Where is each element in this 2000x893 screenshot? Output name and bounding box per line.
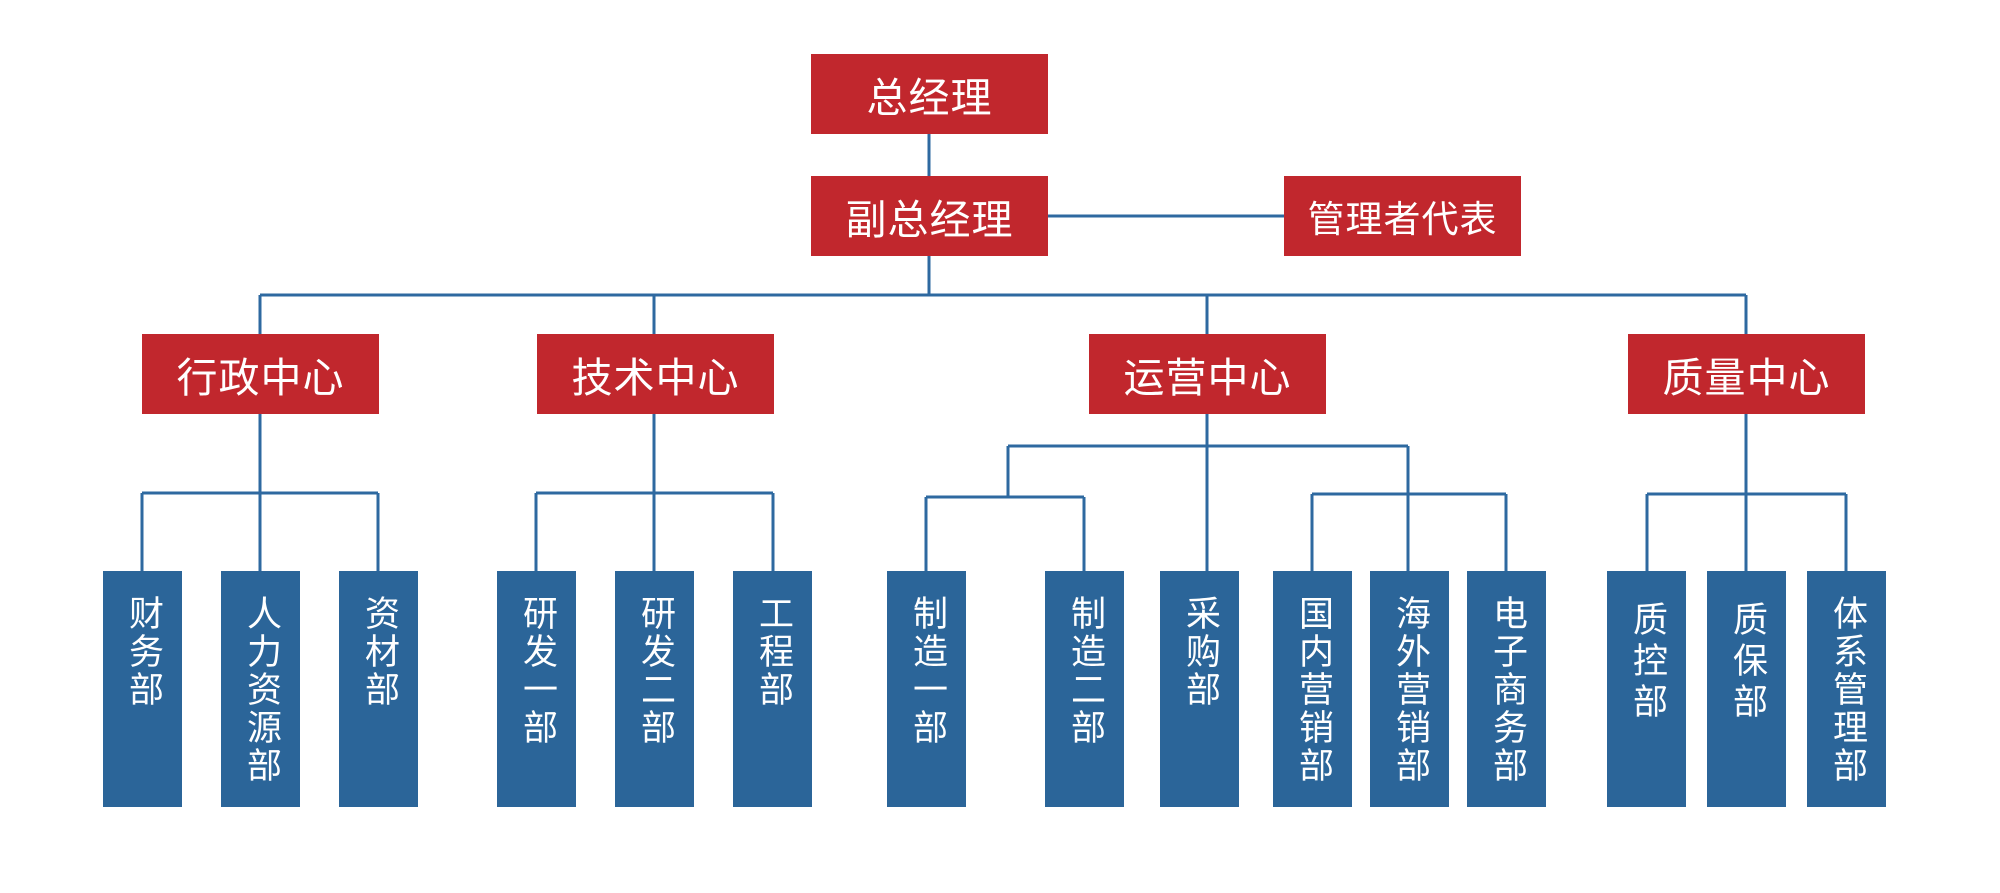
department-box: 制造二部 xyxy=(1045,571,1124,807)
department-box: 国内营销部 xyxy=(1273,571,1352,807)
center-label: 质量中心 xyxy=(1662,354,1831,402)
department-label: 体系管理部 xyxy=(1827,595,1867,785)
center-box-tech: 技术中心 xyxy=(537,334,774,414)
department-box: 研发一部 xyxy=(497,571,576,807)
department-box: 质控部 xyxy=(1607,571,1686,807)
center-label: 行政中心 xyxy=(176,354,345,402)
department-label: 国内营销部 xyxy=(1293,595,1333,785)
department-label: 研发二部 xyxy=(635,595,675,747)
general-manager-box: 总经理 xyxy=(811,54,1048,134)
department-label: 电子商务部 xyxy=(1487,595,1527,785)
center-label: 技术中心 xyxy=(571,354,740,402)
center-box-operations: 运营中心 xyxy=(1089,334,1326,414)
department-box: 工程部 xyxy=(733,571,812,807)
deputy-general-manager-box: 副总经理 xyxy=(811,176,1048,256)
department-label: 制造二部 xyxy=(1065,595,1105,747)
department-label: 质保部 xyxy=(1727,601,1767,724)
department-box: 电子商务部 xyxy=(1467,571,1546,807)
department-label: 海外营销部 xyxy=(1390,595,1430,785)
center-label: 运营中心 xyxy=(1123,354,1292,402)
deputy-general-manager-label: 副总经理 xyxy=(845,196,1014,244)
department-label: 采购部 xyxy=(1180,595,1220,709)
management-representative-label: 管理者代表 xyxy=(1307,198,1498,241)
department-label: 质控部 xyxy=(1627,601,1667,724)
department-label: 资材部 xyxy=(359,595,399,709)
department-box: 资材部 xyxy=(339,571,418,807)
department-box: 采购部 xyxy=(1160,571,1239,807)
department-box: 体系管理部 xyxy=(1807,571,1886,807)
general-manager-label: 总经理 xyxy=(866,74,993,122)
department-box: 研发二部 xyxy=(615,571,694,807)
department-label: 人力资源部 xyxy=(241,595,281,785)
department-label: 财务部 xyxy=(123,595,163,709)
department-box: 财务部 xyxy=(103,571,182,807)
department-box: 人力资源部 xyxy=(221,571,300,807)
department-box: 海外营销部 xyxy=(1370,571,1449,807)
management-representative-box: 管理者代表 xyxy=(1284,176,1521,256)
department-box: 制造一部 xyxy=(887,571,966,807)
center-box-admin: 行政中心 xyxy=(142,334,379,414)
department-label: 制造一部 xyxy=(907,595,947,747)
department-box: 质保部 xyxy=(1707,571,1786,807)
department-label: 研发一部 xyxy=(517,595,557,747)
department-label: 工程部 xyxy=(753,595,793,709)
center-box-quality: 质量中心 xyxy=(1628,334,1865,414)
